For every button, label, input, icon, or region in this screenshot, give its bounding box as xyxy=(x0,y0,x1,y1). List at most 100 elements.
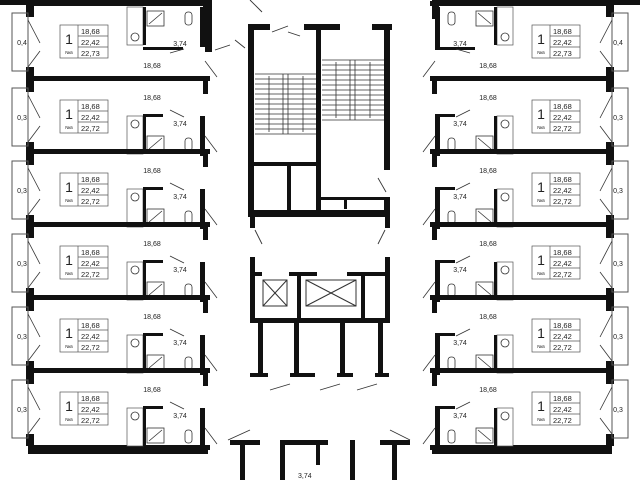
balcony-area: 0,3 xyxy=(613,115,623,122)
living-area: 18,68 xyxy=(553,27,572,36)
living-area: 18,68 xyxy=(81,175,100,184)
balcony xyxy=(11,160,29,220)
bathroom-area: 3,74 xyxy=(453,340,467,347)
bottom-bath-area: 3,74 xyxy=(298,473,312,480)
bathroom: 3,74 xyxy=(126,333,205,375)
balcony xyxy=(611,306,629,366)
apartment-label: Nкв xyxy=(537,271,545,276)
bathroom-area: 3,74 xyxy=(173,413,187,420)
bathroom: 3,74 xyxy=(435,114,514,156)
balcony xyxy=(611,233,629,293)
apartment-label: Nкв xyxy=(65,417,73,422)
total-area: 22,42 xyxy=(81,259,100,268)
total-area-with-balcony: 22,72 xyxy=(81,197,100,206)
apartment-label: Nкв xyxy=(537,417,545,422)
living-area: 18,68 xyxy=(81,394,100,403)
balcony-area: 0,3 xyxy=(613,407,623,414)
bathroom-area: 3,74 xyxy=(453,267,467,274)
balcony-area: 0,4 xyxy=(17,40,27,47)
living-area: 18,68 xyxy=(553,175,572,184)
balcony-area: 0,3 xyxy=(613,261,623,268)
apartment-label: Nкв xyxy=(65,50,73,55)
total-area: 22,42 xyxy=(553,405,572,414)
apartment-label: Nкв xyxy=(65,198,73,203)
room-area: 18,68 xyxy=(143,387,161,394)
living-area: 18,68 xyxy=(81,248,100,257)
total-area: 22,42 xyxy=(81,113,100,122)
bathroom: 3,74 xyxy=(126,406,205,448)
unit-walls xyxy=(430,295,614,373)
room-area: 18,68 xyxy=(479,168,497,175)
balcony-area: 0,3 xyxy=(17,334,27,341)
total-area: 22,42 xyxy=(553,332,572,341)
living-area: 18,68 xyxy=(553,394,572,403)
unit-walls xyxy=(26,295,210,373)
balcony xyxy=(611,379,629,439)
balcony-area: 0,3 xyxy=(17,115,27,122)
balcony xyxy=(11,12,29,72)
stair-core xyxy=(248,24,392,228)
room-area: 18,68 xyxy=(479,63,497,70)
unit-walls xyxy=(26,76,210,154)
apartment-label: Nкв xyxy=(65,125,73,130)
unit-walls xyxy=(26,1,210,79)
total-area-with-balcony: 22,72 xyxy=(81,124,100,133)
room-area: 18,68 xyxy=(143,314,161,321)
unit-walls xyxy=(430,222,614,300)
total-area-with-balcony: 22,72 xyxy=(553,270,572,279)
total-area-with-balcony: 22,72 xyxy=(553,124,572,133)
total-area: 22,42 xyxy=(553,38,572,47)
balcony xyxy=(11,379,29,439)
total-area: 22,42 xyxy=(553,113,572,122)
bathroom-area: 3,74 xyxy=(453,121,467,128)
total-area: 22,42 xyxy=(81,332,100,341)
balcony-area: 0,3 xyxy=(17,407,27,414)
balcony-area: 0,3 xyxy=(17,261,27,268)
total-area-with-balcony: 22,72 xyxy=(553,197,572,206)
bottom-core xyxy=(230,440,410,480)
balcony xyxy=(11,87,29,147)
bathroom-area: 3,74 xyxy=(173,41,187,48)
bathroom-area: 3,74 xyxy=(453,41,467,48)
room-count: 1 xyxy=(65,325,73,341)
elevator-shafts xyxy=(262,279,357,307)
room-count: 1 xyxy=(537,31,545,47)
total-area: 22,42 xyxy=(81,405,100,414)
unit-walls xyxy=(26,149,210,227)
unit-walls xyxy=(26,222,210,300)
balcony-area: 0,3 xyxy=(613,334,623,341)
room-count: 1 xyxy=(537,325,545,341)
door-swings xyxy=(214,0,411,441)
total-area: 22,42 xyxy=(553,259,572,268)
apartment-label: Nкв xyxy=(65,271,73,276)
total-area-with-balcony: 22,72 xyxy=(81,343,100,352)
room-area: 18,68 xyxy=(143,63,161,70)
bathroom-area: 3,74 xyxy=(173,267,187,274)
room-count: 1 xyxy=(65,179,73,195)
bathroom-area: 3,74 xyxy=(453,413,467,420)
bathroom: 3,74 xyxy=(435,6,514,50)
room-area: 18,68 xyxy=(479,387,497,394)
total-area-with-balcony: 22,73 xyxy=(553,49,572,58)
